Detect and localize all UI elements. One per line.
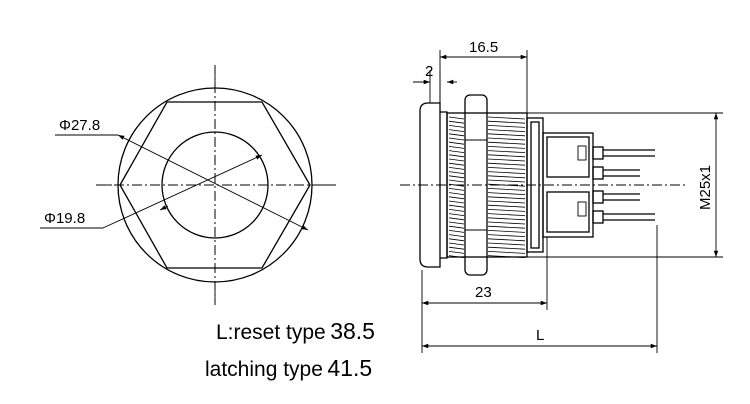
dim-23: 23 xyxy=(421,237,548,353)
thread-line xyxy=(487,150,526,153)
thread-line xyxy=(487,221,526,225)
thread-line xyxy=(487,125,526,128)
reset-type-label: L:reset type xyxy=(216,321,326,344)
thread-line xyxy=(448,175,465,179)
thread-line xyxy=(487,162,526,166)
thread-line xyxy=(448,150,465,153)
thread-line xyxy=(487,179,526,183)
latching-type-label: latching type xyxy=(205,358,323,381)
thread-line xyxy=(448,217,465,221)
thread-line xyxy=(448,133,465,137)
thread-line xyxy=(487,141,526,145)
thread-line xyxy=(448,167,465,170)
thread-line xyxy=(487,234,526,237)
outer-diameter-label: Φ27.8 xyxy=(59,117,100,134)
thread-line xyxy=(487,167,526,170)
thread-line xyxy=(448,120,465,124)
thread-line xyxy=(487,200,526,204)
svg-text:16.5: 16.5 xyxy=(469,39,498,56)
thread-line xyxy=(448,242,465,246)
thread-line xyxy=(448,141,465,145)
thread-line xyxy=(487,196,526,200)
thread-line xyxy=(487,230,526,233)
thread-line xyxy=(487,188,526,191)
thread-line xyxy=(487,209,526,212)
thread-line xyxy=(487,129,526,132)
thread-line xyxy=(487,116,526,120)
dim-L: L xyxy=(422,225,658,353)
thread-line xyxy=(487,175,526,179)
thread-line xyxy=(487,171,526,174)
thread-line xyxy=(448,204,465,208)
thread-line xyxy=(448,171,465,174)
thread-line xyxy=(487,238,526,242)
thread-line xyxy=(448,162,465,166)
reset-type-value: 38.5 xyxy=(330,318,375,344)
thread-line xyxy=(487,251,526,254)
latching-type-value: 41.5 xyxy=(327,355,373,381)
thread-line xyxy=(487,183,526,187)
thread-line xyxy=(448,188,465,191)
thread-line xyxy=(448,196,465,200)
dim-16-5: 16.5 xyxy=(439,39,528,113)
thread-line xyxy=(487,137,526,141)
front-view: Φ27.8 Φ19.8 xyxy=(40,65,336,305)
dim-2: 2 xyxy=(413,63,457,103)
thread-line xyxy=(487,192,526,195)
inner-diameter-label: Φ19.8 xyxy=(44,210,85,227)
thread-line xyxy=(448,255,465,258)
thread-line xyxy=(448,209,465,212)
thread-line xyxy=(487,217,526,221)
thread-line xyxy=(487,246,526,250)
thread-line xyxy=(448,221,465,225)
thread-line xyxy=(448,192,465,195)
thread-line xyxy=(448,225,465,229)
svg-text:2: 2 xyxy=(425,63,433,80)
thread-line xyxy=(448,125,465,128)
hex-nut-side xyxy=(464,94,488,276)
thread-line xyxy=(448,137,465,141)
svg-text:M25x1: M25x1 xyxy=(697,165,714,210)
thread-line xyxy=(487,225,526,229)
thread-line xyxy=(448,129,465,132)
reset-type-note: L:reset type 38.5 xyxy=(216,318,375,345)
thread-line xyxy=(487,204,526,208)
thread-line xyxy=(487,133,526,137)
thread-line xyxy=(448,179,465,183)
terminal-block xyxy=(542,132,594,238)
thread-line xyxy=(487,242,526,246)
terminal-pins xyxy=(592,146,655,224)
latching-type-note: latching type 41.5 xyxy=(205,355,372,382)
thread-line xyxy=(448,200,465,204)
thread-line xyxy=(448,246,465,250)
thread-line xyxy=(448,234,465,237)
dim-thread: M25x1 xyxy=(527,112,723,258)
thread-line xyxy=(487,158,526,162)
svg-text:L: L xyxy=(536,327,544,344)
thread-line xyxy=(448,154,465,158)
svg-text:23: 23 xyxy=(475,284,492,301)
thread-line xyxy=(487,154,526,158)
thread-line xyxy=(448,213,465,216)
bezel-flange xyxy=(419,102,441,268)
thread-line xyxy=(448,238,465,242)
thread-line xyxy=(448,158,465,162)
thread-lines xyxy=(448,116,526,258)
side-view: 16.5 2 M25x1 23 L xyxy=(400,39,723,353)
thread-line xyxy=(448,251,465,254)
thread-line xyxy=(448,116,465,120)
thread-line xyxy=(448,230,465,233)
thread-line xyxy=(487,120,526,124)
thread-line xyxy=(448,183,465,187)
thread-line xyxy=(487,146,526,149)
thread-line xyxy=(448,146,465,149)
hex-nut-outline xyxy=(119,101,311,269)
thread-line xyxy=(487,213,526,216)
thread-line xyxy=(487,255,526,258)
